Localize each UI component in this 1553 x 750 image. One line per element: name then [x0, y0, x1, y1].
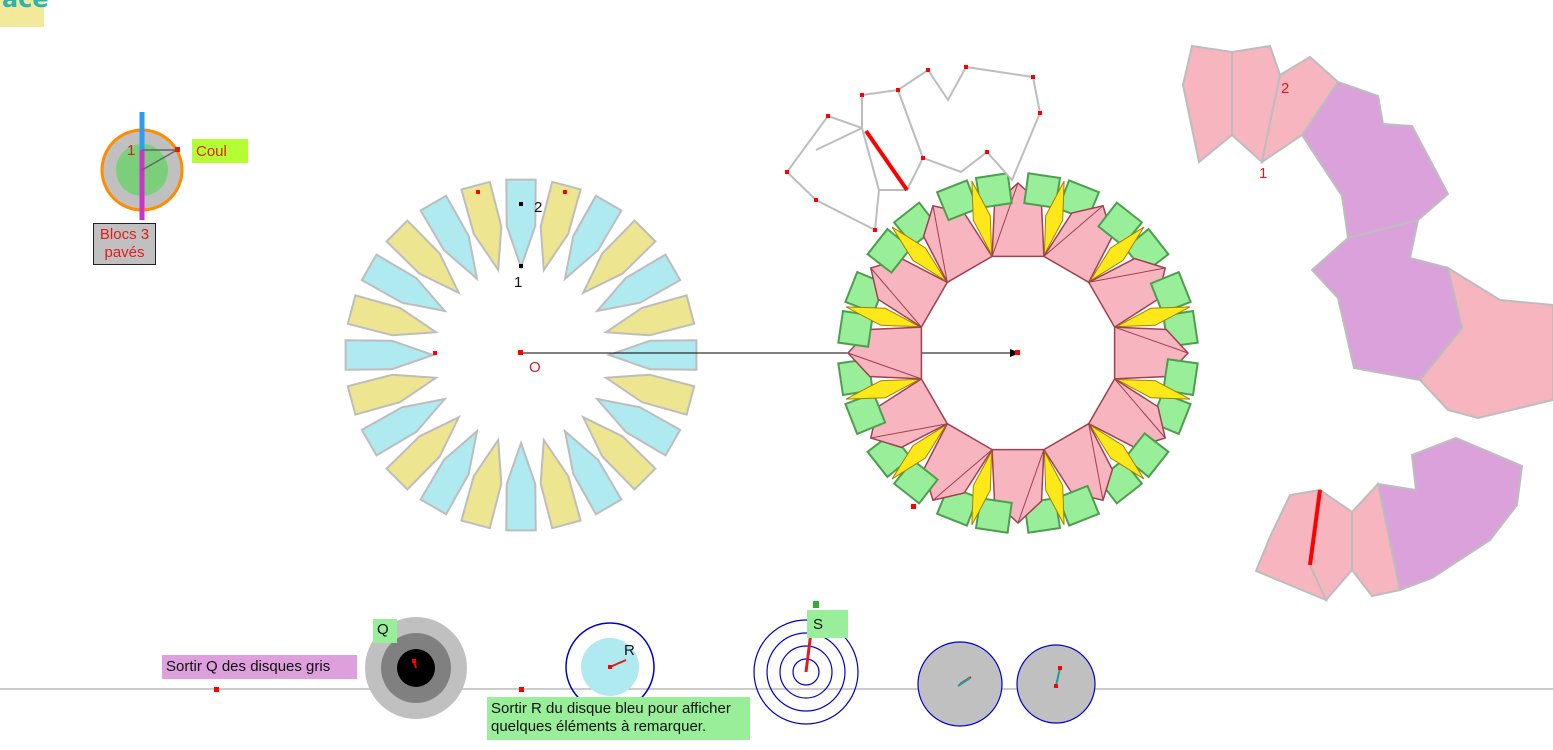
- rhomb-tile: [845, 378, 920, 400]
- ring-tile: [346, 294, 439, 337]
- top-right-strip: [1181, 44, 1553, 420]
- ring-tile: [594, 397, 682, 457]
- square-tile: [935, 179, 979, 222]
- ring-tile: [539, 437, 582, 530]
- color-disk-widget[interactable]: [100, 112, 184, 220]
- outline-strip-points[interactable]: [785, 65, 1042, 232]
- square-tile: [1162, 358, 1199, 397]
- gray-disk-2[interactable]: [1016, 644, 1096, 724]
- coul-button[interactable]: Coul: [192, 139, 248, 163]
- rhomb-tile: [971, 451, 993, 526]
- ring-tile: [594, 253, 682, 313]
- ring-tile: [360, 397, 448, 457]
- axis-point-left[interactable]: [214, 687, 219, 692]
- triangle-edge: [932, 449, 993, 501]
- ring-tile: [460, 437, 503, 530]
- ring-tile: [505, 439, 537, 532]
- ring-tile: [385, 415, 461, 491]
- ring-tile: [603, 373, 696, 416]
- sortir-r-text: Sortir R du disque bleu pour afficher qu…: [487, 697, 750, 740]
- ring-tile: [605, 339, 698, 371]
- bottom-right-strip: [1254, 436, 1524, 602]
- point-r[interactable]: [608, 665, 612, 669]
- ring-tile: [360, 253, 448, 313]
- ring-vertex-point[interactable]: [519, 264, 523, 268]
- ring-tile: [344, 339, 437, 371]
- color-radius-line-2: [141, 149, 178, 171]
- square-tile: [1057, 484, 1101, 527]
- app-title: ace: [2, 0, 49, 11]
- disk-point-1-label: 1: [127, 142, 136, 159]
- ring-tile: [460, 180, 503, 273]
- square-tile: [837, 309, 874, 348]
- q-label: Q: [373, 619, 397, 643]
- ring-tile: [346, 373, 439, 416]
- triangle-edge: [1088, 423, 1104, 501]
- triangle-edge: [847, 352, 922, 380]
- square-tile: [1149, 270, 1192, 314]
- rhomb-tile: [845, 306, 920, 328]
- sortir-q-text: Sortir Q des disques gris: [162, 655, 357, 679]
- strip-point-2-label: 2: [1281, 80, 1290, 97]
- ring-tile: [419, 428, 479, 516]
- point-q[interactable]: [412, 659, 416, 663]
- triangle-edge: [1017, 449, 1045, 524]
- triangle-edge: [1114, 378, 1166, 439]
- ring-tile: [419, 194, 479, 282]
- ring-vertex-point[interactable]: [433, 351, 437, 355]
- triangle-edge: [1114, 326, 1189, 354]
- rhomb-tile: [891, 424, 947, 480]
- triangle-edge: [1043, 205, 1104, 257]
- rhomb-tile: [1089, 226, 1145, 282]
- app-title-tag: ace: [0, 0, 49, 27]
- point-target[interactable]: [1015, 350, 1020, 355]
- triangle-edge: [870, 267, 922, 328]
- square-tile: [844, 392, 887, 436]
- s-handle-green[interactable]: [813, 601, 819, 608]
- rhomb-tile: [971, 180, 993, 255]
- triangle-edge: [1088, 267, 1166, 283]
- triangle-edge: [991, 182, 1019, 257]
- axis-point-mid[interactable]: [519, 687, 524, 692]
- ring-tile: [581, 219, 657, 295]
- gray-disk-1[interactable]: [917, 641, 1003, 727]
- square-tile: [974, 497, 1013, 534]
- square-tile: [1023, 172, 1062, 209]
- ring-tile: [563, 194, 623, 282]
- ring-tile: [539, 180, 582, 273]
- right-tiling-ring: [837, 172, 1199, 534]
- color-handle-point[interactable]: [175, 147, 180, 152]
- ring-tile: [385, 219, 461, 295]
- triangle-edge: [932, 205, 948, 283]
- rhomb-tile: [1043, 451, 1065, 526]
- triangle-edge: [870, 423, 948, 439]
- rhomb-tile: [891, 226, 947, 282]
- ring-tile: [563, 428, 623, 516]
- strip-point-1-label: 1: [1259, 165, 1268, 182]
- ring-vertex-point[interactable]: [476, 190, 480, 194]
- blocs-button[interactable]: Blocs 3 pavés: [93, 223, 156, 265]
- s-label: S: [807, 610, 848, 638]
- point-o[interactable]: [518, 350, 523, 355]
- point-o-label: O: [529, 359, 541, 376]
- ring-tile: [505, 178, 537, 271]
- rhomb-tile: [1116, 378, 1191, 400]
- ring-tile: [603, 294, 696, 337]
- ring-vertex-point[interactable]: [519, 202, 523, 206]
- ring-control-point[interactable]: [911, 504, 916, 509]
- rhomb-tile: [1116, 306, 1191, 328]
- rhomb-tile: [1089, 424, 1145, 480]
- ring-tile: [581, 415, 657, 491]
- ring-vertex-point[interactable]: [563, 190, 567, 194]
- point-r-label: R: [624, 642, 635, 659]
- ring-point-2-label: 2: [534, 199, 543, 216]
- ring-point-1-label: 1: [514, 274, 523, 291]
- left-tiling-ring: [344, 178, 698, 532]
- rhomb-tile: [1043, 180, 1065, 255]
- r-disk-widget[interactable]: [565, 622, 655, 712]
